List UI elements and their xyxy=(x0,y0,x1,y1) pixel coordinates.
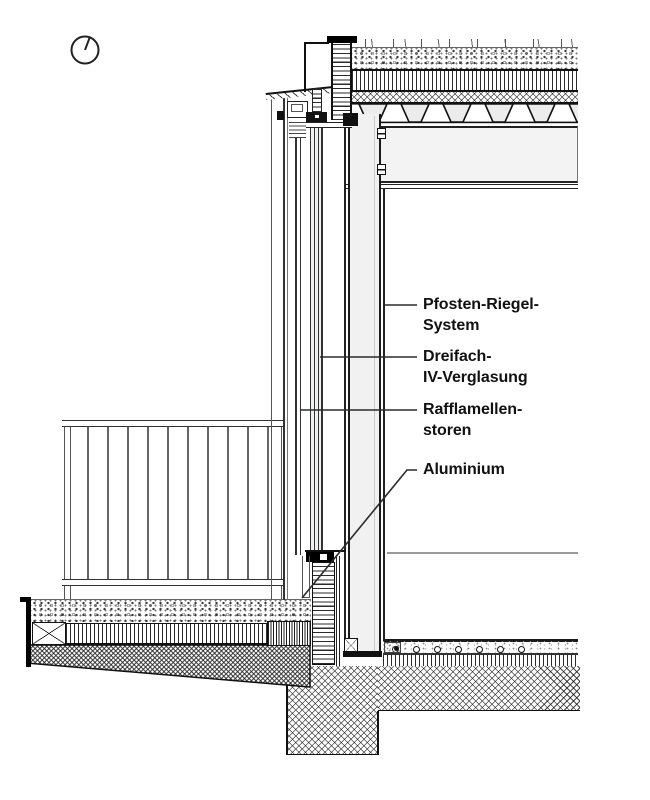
roof-vegetation-marks xyxy=(352,39,578,48)
sill-transom-line xyxy=(305,550,346,552)
deck-support-angle xyxy=(343,113,358,126)
lamella-blind-line xyxy=(295,138,297,555)
railing-baluster xyxy=(267,426,269,580)
railing-top-rail xyxy=(62,420,284,427)
railing-baluster xyxy=(87,426,89,580)
downstand-left-edge xyxy=(286,684,288,755)
railing-bottom-rail xyxy=(62,579,284,586)
glass-pane-line xyxy=(310,122,312,551)
clock-symbol xyxy=(70,35,100,65)
edge-pipe xyxy=(394,646,399,651)
label-line: System xyxy=(423,317,480,334)
glass-pane-line xyxy=(321,122,323,551)
label-line: Aluminium xyxy=(423,461,505,478)
mullion-base-plate xyxy=(343,651,382,657)
heating-pipe xyxy=(412,646,420,653)
railing-post xyxy=(63,420,65,599)
parapet-cap xyxy=(327,36,357,43)
roof-membrane-layer xyxy=(352,92,578,103)
railing-baluster xyxy=(247,426,249,580)
balcony-insulation-block xyxy=(267,621,311,646)
floor-insulation-layer xyxy=(383,655,578,667)
heating-pipe xyxy=(517,646,525,653)
heating-pipe xyxy=(433,646,441,653)
mullion-inner-face-line xyxy=(344,114,346,656)
sill-insulated-profile xyxy=(312,562,335,665)
sill-frame-line xyxy=(339,556,341,666)
downstand-right-edge xyxy=(377,711,379,755)
heating-pipe xyxy=(475,646,483,653)
blind-roller-motor xyxy=(291,104,303,112)
blind-guide-rail-line xyxy=(283,95,285,600)
mullion-shade-line xyxy=(374,116,375,654)
label-line: Pfosten-Riegel- xyxy=(423,296,539,313)
glass-pane-line xyxy=(313,122,315,551)
parapet-cladding-outer-line xyxy=(304,42,306,92)
railing-baluster xyxy=(227,426,229,580)
interior-floor-top-line xyxy=(383,639,578,642)
balcony-edge-blocking xyxy=(32,622,66,645)
railing-post xyxy=(280,420,283,599)
glass-pane-line xyxy=(317,122,319,551)
parapet-insulated-upstand xyxy=(331,43,352,120)
balcony-drainage-layer xyxy=(66,623,267,645)
label-dreifach-iv-verglasung: Dreifach- IV-Verglasung xyxy=(423,346,528,388)
beam-bolt-connection xyxy=(377,164,386,175)
roof-insulation-layer xyxy=(352,69,578,92)
anchor-screw xyxy=(315,115,319,118)
label-aluminium: Aluminium xyxy=(423,459,505,480)
railing-baluster xyxy=(167,426,169,580)
lamella-blind-line xyxy=(299,138,301,555)
balcony-gravel-layer xyxy=(31,599,311,622)
blind-bottom-guide xyxy=(302,556,310,598)
floor-separation-line xyxy=(383,653,578,655)
mullion-profile xyxy=(348,114,381,657)
roof-gravel-substrate-layer xyxy=(352,47,578,69)
railing-post xyxy=(69,420,71,599)
heating-pipe xyxy=(454,646,462,653)
interior-wall-face-line xyxy=(383,188,385,640)
balcony-slab-wedge xyxy=(26,644,311,688)
ceiling-soffit-line xyxy=(345,184,578,189)
railing-baluster xyxy=(207,426,209,580)
label-line: Dreifach- xyxy=(423,348,492,365)
railing-baluster xyxy=(187,426,189,580)
concrete-downstand xyxy=(287,666,378,755)
interior-guide-line xyxy=(387,552,578,554)
label-pfosten-riegel-system: Pfosten-Riegel- System xyxy=(423,294,539,336)
heating-pipe xyxy=(496,646,504,653)
railing-baluster xyxy=(107,426,109,580)
label-rafflamellenstoren: Rafflamellen- storen xyxy=(423,399,522,441)
head-soffit-line xyxy=(306,122,352,128)
sill-frame-line xyxy=(336,556,338,666)
floor-edge-strip xyxy=(384,642,401,653)
trapezoidal-metal-deck xyxy=(352,103,578,125)
beam-bolt-connection xyxy=(377,128,386,139)
railing-baluster xyxy=(127,426,129,580)
blind-guide-rail-line xyxy=(287,95,288,600)
lamella-stack-coil xyxy=(289,121,306,138)
drip-edge-cap xyxy=(20,597,31,602)
label-line: IV-Verglasung xyxy=(423,369,528,386)
drip-edge-profile xyxy=(26,597,31,667)
sill-cap-slot xyxy=(320,554,327,560)
blind-bracket xyxy=(277,111,284,120)
blind-guide-rail-outer-line xyxy=(271,97,273,600)
label-line: Rafflamellen- xyxy=(423,401,523,418)
railing-baluster xyxy=(147,426,149,580)
glazing-unit xyxy=(310,122,323,551)
parapet-cladding-top-line xyxy=(304,42,329,44)
steel-edge-beam xyxy=(352,126,578,183)
label-line: storen xyxy=(423,422,472,439)
